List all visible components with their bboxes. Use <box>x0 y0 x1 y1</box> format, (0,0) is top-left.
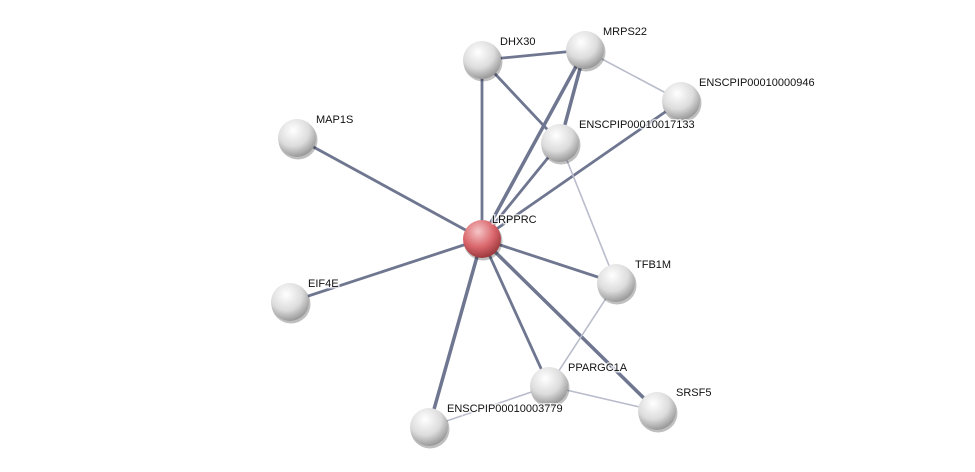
edge-tfb1m-ppargc1a[interactable] <box>548 282 617 387</box>
node-sphere[interactable] <box>597 264 635 302</box>
node-label: DHX30 <box>500 36 535 48</box>
edge-lrpprc-tfb1m[interactable] <box>481 237 617 285</box>
node-lrpprc[interactable]: LRPPRC <box>463 213 538 261</box>
node-sphere[interactable] <box>463 220 501 258</box>
edge-lrpprc-e779[interactable] <box>427 238 484 428</box>
node-sphere[interactable] <box>566 31 604 69</box>
node-mrps22[interactable]: MRPS22 <box>566 25 649 72</box>
node-ppargc1a[interactable]: PPARGC1A <box>530 361 629 408</box>
node-label: PPARGC1A <box>568 362 628 374</box>
node-sphere[interactable] <box>541 124 579 162</box>
node-sphere[interactable] <box>530 367 568 405</box>
node-e946[interactable]: ENSCPIP00010000946 <box>662 76 816 123</box>
node-e779[interactable]: ENSCPIP00010003779 <box>410 402 564 449</box>
edge-e133-tfb1m[interactable] <box>559 142 617 284</box>
edge-ppargc1a-e779[interactable] <box>428 385 550 428</box>
node-label: ENSCPIP00010003779 <box>447 403 563 415</box>
edge-lrpprc-srsf5[interactable] <box>480 237 659 413</box>
node-sphere[interactable] <box>278 119 316 157</box>
nodes-layer: LRPPRC DHX30 MRPS22ENSCPIP00010000946ENSCP… <box>271 25 816 449</box>
node-e133[interactable]: ENSCPIP00010017133 <box>541 118 696 165</box>
node-label: MRPS22 <box>603 26 647 38</box>
node-dhx30[interactable]: DHX30 <box>463 35 537 82</box>
node-label: LRPPRC <box>492 214 537 226</box>
edge-lrpprc-e133[interactable] <box>480 142 562 240</box>
node-label: SRSF5 <box>676 387 711 399</box>
edge-lrpprc-map1s[interactable] <box>296 136 483 241</box>
edge-lrpprc-eif4e[interactable] <box>289 237 483 304</box>
node-sphere[interactable] <box>662 82 700 120</box>
edge-lrpprc-ppargc1a[interactable] <box>480 238 551 387</box>
node-sphere[interactable] <box>463 41 501 79</box>
node-sphere[interactable] <box>271 283 309 321</box>
edge-lrpprc-mrps22[interactable] <box>480 49 587 240</box>
node-label: MAP1S <box>316 114 353 126</box>
node-eif4e[interactable]: EIF4E <box>271 277 340 324</box>
node-map1s[interactable]: MAP1S <box>278 113 355 160</box>
node-tfb1m[interactable]: TFB1M <box>597 258 673 305</box>
node-sphere[interactable] <box>410 408 448 446</box>
edge-lrpprc-e946[interactable] <box>481 99 682 241</box>
node-label: TFB1M <box>635 259 671 271</box>
node-label: ENSCPIP00010017133 <box>579 119 695 131</box>
node-label: ENSCPIP00010000946 <box>699 77 815 89</box>
node-srsf5[interactable]: SRSF5 <box>638 386 713 433</box>
node-label: EIF4E <box>308 278 339 290</box>
node-sphere[interactable] <box>638 392 676 430</box>
